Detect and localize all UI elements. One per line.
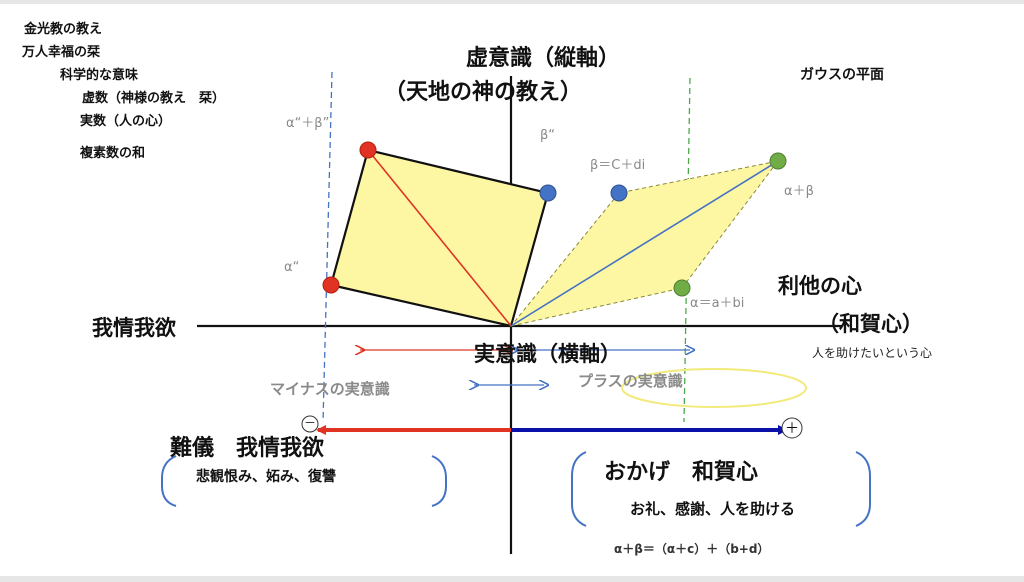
label-alpha-prime: α“ [284,260,300,275]
note-line-3: 科学的な意味 [60,68,139,83]
vertical-axis-title: 虚意識（縦軸） [466,46,621,71]
vertical-axis-subtitle: （天地の神の教え） [384,80,583,105]
slide: 金光教の教え 万人幸福の栞 科学的な意味 虚数（神様の教え 栞） 実数（人の心）… [0,4,1024,576]
label-beta-prime: β“ [540,128,556,143]
note-line-1: 金光教の教え [24,22,103,37]
hardship-detail: 悲観恨み、妬み、復讐 [196,469,336,485]
altruism-subtitle: （和賀心） [818,312,923,336]
right-bracket-open [571,451,587,527]
note-line-6: 複素数の和 [80,146,146,161]
point-alpha-plus-beta [769,152,787,170]
gauss-plane-label: ガウスの平面 [800,67,884,83]
plus-circle [781,417,803,439]
blessing-detail: お礼、感謝、人を助ける [630,500,796,518]
point-beta-prime [539,184,557,202]
plus-consciousness-label: プラスの実意識 [578,372,683,390]
note-line-4: 虚数（神様の教え 栞） [82,91,226,106]
point-beta [610,184,628,202]
blue-dashed-guide [322,71,333,423]
right-bracket-close [855,451,871,527]
blessing-title: おかげ 和賀心 [604,460,759,485]
point-alpha-plus-beta-prime [359,141,377,159]
plus-sign: ＋ [785,421,799,437]
label-alpha: α＝a＋bi [690,296,745,311]
point-alpha-prime [322,276,340,294]
left-bracket-open [161,455,177,507]
point-alpha [673,279,691,297]
left-bracket-close [431,455,447,507]
minus-consciousness-label: マイナスの実意識 [270,380,390,398]
sum-formula: α＋β＝（α＋c）＋（b+d） [614,542,770,556]
hardship-title: 難儀 我情我欲 [170,436,325,461]
highlight-ellipse [621,368,807,408]
note-line-2: 万人幸福の栞 [22,45,101,60]
label-beta: β＝C＋di [590,158,646,173]
right-diagonal [510,160,779,327]
altruism-title: 利他の心 [778,274,862,298]
gauss-plane-diagram [161,71,871,554]
left-diagonal [367,149,512,327]
horizontal-axis-title: 実意識（横軸） [474,342,621,366]
minus-circle [301,415,319,433]
label-alpha-plus-beta: α＋β [784,184,814,199]
label-alpha-plus-beta-prime: α“＋β” [286,116,330,131]
left-axis-label: 我情我欲 [92,316,176,340]
altruism-description: 人を助けたいという心 [812,346,933,360]
note-line-5: 実数（人の心） [80,114,172,129]
minus-sign: － [304,416,317,430]
